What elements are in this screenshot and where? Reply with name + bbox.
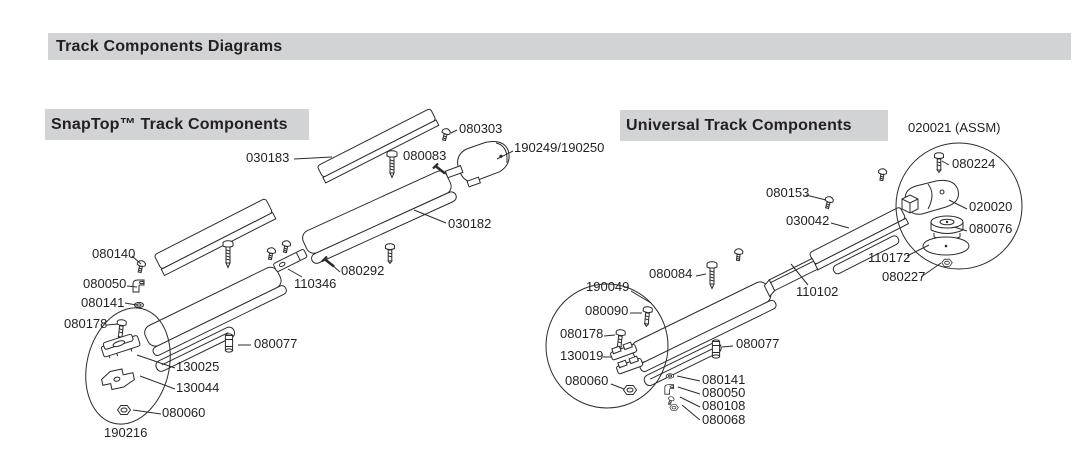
part-label-030182: 030182	[448, 216, 492, 231]
part-label-080068: 080068	[702, 412, 746, 427]
part-label-080141-universal: 080141	[702, 372, 746, 387]
washer-icon-080141-universal	[665, 373, 675, 379]
part-label-080140: 080140	[92, 246, 136, 261]
part-label-080303: 080303	[459, 121, 503, 136]
part-label-080083: 080083	[403, 148, 447, 163]
track-030182	[302, 170, 457, 264]
part-label-080153: 080153	[766, 185, 810, 200]
part-label-020020: 020020	[969, 199, 1013, 214]
part-label-080060-universal: 080060	[565, 373, 609, 388]
nut-icon-080060	[117, 405, 131, 415]
part-label-190249-190250: 190249/190250	[514, 140, 605, 155]
part-label-080077-universal: 080077	[736, 336, 780, 351]
screw-icon	[265, 246, 277, 261]
rivet-icon-080077-universal	[711, 339, 721, 359]
rivet-icon-080077	[224, 333, 234, 353]
track-030183	[317, 108, 440, 184]
housing-icon-020020	[901, 179, 959, 215]
universal-assm-circle	[895, 142, 1023, 270]
snaptop-assembly-circle	[85, 307, 171, 425]
part-label-030183: 030183	[246, 150, 290, 165]
part-label-080108: 080108	[702, 398, 746, 413]
clamp-icon-130044	[99, 366, 136, 392]
part-label-080084: 080084	[649, 266, 693, 281]
box-icon-110102	[763, 257, 819, 298]
part-label-190216: 190216	[104, 425, 148, 440]
bar-icon-110346	[272, 248, 308, 273]
part-label-130044: 130044	[176, 380, 220, 395]
nut-icon-080068	[669, 404, 679, 411]
section-title-snaptop: SnapTop™ Track Components	[45, 109, 309, 140]
part-label-080076: 080076	[969, 221, 1013, 236]
part-label-130025: 130025	[176, 359, 220, 374]
page-title: Track Components Diagrams	[48, 33, 1071, 60]
part-label-080077: 080077	[254, 336, 298, 351]
track-upper-left	[154, 198, 277, 277]
part-label-080141: 080141	[81, 295, 125, 310]
part-label-130019: 130019	[560, 348, 604, 363]
part-label-080227: 080227	[882, 269, 926, 284]
pulley-icon-080076	[930, 215, 964, 240]
disc-icon-110172	[922, 236, 970, 256]
part-label-080178: 080178	[64, 316, 108, 331]
screw-icon-080224	[934, 152, 944, 173]
screw-icon	[222, 240, 234, 268]
screw-icon-080108	[666, 395, 676, 406]
nut-icon-080227	[941, 258, 953, 267]
screw-icon	[876, 167, 888, 182]
part-label-080292: 080292	[341, 263, 385, 278]
screw-icon-080303	[439, 127, 452, 142]
elbow-icon-080050	[132, 279, 145, 293]
leader-lines	[106, 129, 968, 421]
part-label-110172: 110172	[868, 250, 911, 265]
section-title-universal: Universal Track Components	[620, 110, 888, 141]
nut-icon-080060-universal	[623, 385, 637, 395]
screw-icon-080090	[641, 305, 654, 328]
track-030042	[809, 207, 910, 275]
part-label-080178-universal: 080178	[560, 326, 604, 341]
screw-icon	[385, 243, 395, 264]
track-snaptop-bottom	[144, 266, 287, 372]
screw-icon-080153	[822, 195, 835, 210]
part-label-080060: 080060	[162, 405, 206, 420]
part-label-080090: 080090	[585, 303, 629, 318]
screw-icon	[280, 239, 292, 254]
part-label-080050: 080050	[83, 276, 127, 291]
part-label-030042: 030042	[786, 213, 830, 228]
screw-icon	[733, 247, 744, 262]
part-label-190049: 190049	[586, 279, 630, 294]
part-label-020021-assm: 020021 (ASSM)	[908, 120, 1001, 135]
part-label-110102: 110102	[796, 284, 839, 299]
end-cap-190249	[444, 140, 510, 188]
screw-icon-080084	[706, 261, 718, 289]
part-label-110346: 110346	[294, 276, 337, 291]
screw-icon-080083	[386, 150, 398, 178]
part-label-080050-universal: 080050	[702, 385, 746, 400]
part-label-080224: 080224	[952, 156, 996, 171]
track-universal-main	[631, 281, 777, 387]
elbow-icon-080050-universal	[664, 384, 674, 395]
screw-icon-080140	[135, 259, 147, 274]
universal-left-assembly-circle	[545, 283, 669, 409]
